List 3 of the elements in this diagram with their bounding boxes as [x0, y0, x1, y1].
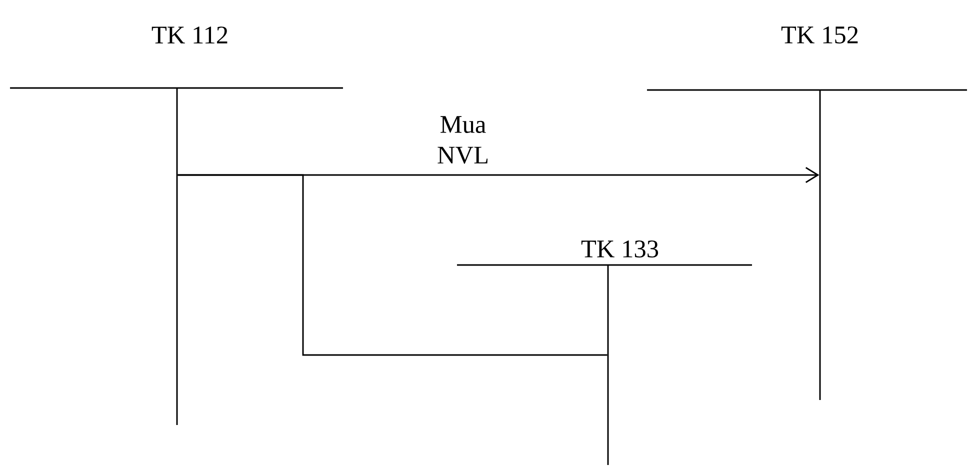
t-account: TK 112: [10, 26, 343, 425]
edge-label: Mua NVL: [438, 116, 488, 164]
t-account: TK 133: [457, 240, 752, 465]
